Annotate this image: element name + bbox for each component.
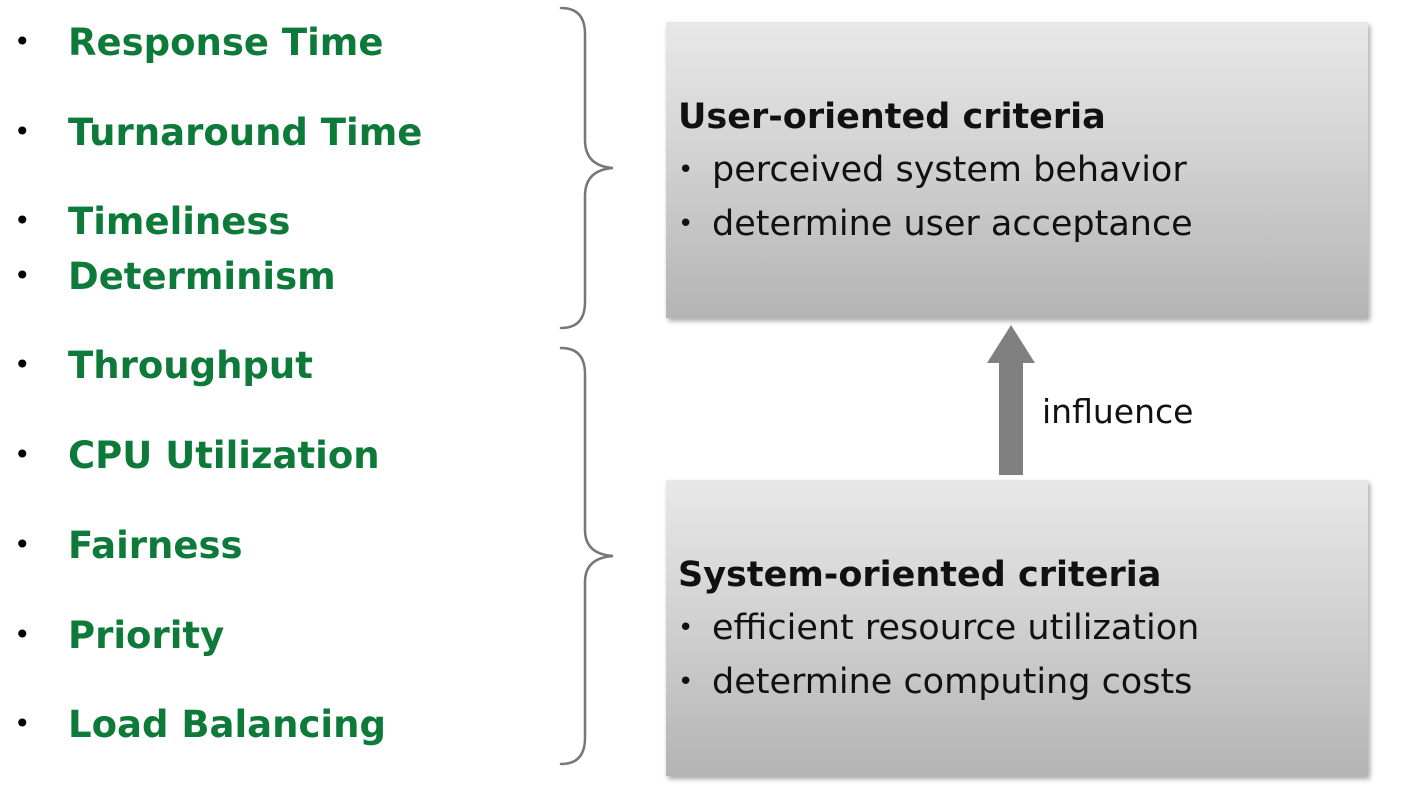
box-point-text: determine user acceptance bbox=[712, 204, 1193, 244]
bullet: • bbox=[14, 707, 31, 740]
criteria-label: Timeliness bbox=[68, 199, 291, 243]
box-title: User-oriented criteria bbox=[678, 97, 1106, 137]
bullet: • bbox=[14, 618, 31, 651]
bullet: • bbox=[14, 528, 31, 561]
box-point: • determine computing costs bbox=[678, 665, 1192, 700]
box-point: • perceived system behavior bbox=[678, 153, 1187, 188]
criteria-label: Determinism bbox=[68, 254, 336, 298]
influence-arrow-icon bbox=[987, 325, 1035, 475]
bullet: • bbox=[14, 204, 31, 237]
user-oriented-box: User-oriented criteria • perceived system… bbox=[666, 22, 1368, 318]
criteria-label: Response Time bbox=[68, 20, 384, 64]
bullet: • bbox=[14, 259, 31, 292]
upper-brace bbox=[559, 6, 614, 330]
bullet: • bbox=[678, 613, 694, 643]
box-title: System-oriented criteria bbox=[678, 555, 1162, 595]
bullet: • bbox=[678, 667, 694, 697]
box-point: • determine user acceptance bbox=[678, 207, 1193, 242]
bullet: • bbox=[678, 209, 694, 239]
box-point: • efficient resource utilization bbox=[678, 611, 1199, 646]
bullet: • bbox=[14, 438, 31, 471]
box-point-text: perceived system behavior bbox=[712, 150, 1187, 190]
box-point-text: efficient resource utilization bbox=[712, 608, 1200, 648]
bullet: • bbox=[678, 155, 694, 185]
lower-brace bbox=[559, 346, 614, 766]
system-oriented-box: System-oriented criteria • efficient reso… bbox=[666, 480, 1368, 776]
bullet: • bbox=[14, 115, 31, 148]
bullet: • bbox=[14, 25, 31, 58]
influence-label: influence bbox=[1042, 392, 1194, 431]
criteria-label: CPU Utilization bbox=[68, 433, 380, 477]
criteria-label: Throughput bbox=[68, 343, 313, 387]
criteria-label: Fairness bbox=[68, 523, 243, 567]
bullet: • bbox=[14, 348, 31, 381]
box-point-text: determine computing costs bbox=[712, 662, 1193, 702]
criteria-label: Priority bbox=[68, 613, 225, 657]
criteria-label: Turnaround Time bbox=[68, 110, 423, 154]
criteria-label: Load Balancing bbox=[68, 702, 386, 746]
